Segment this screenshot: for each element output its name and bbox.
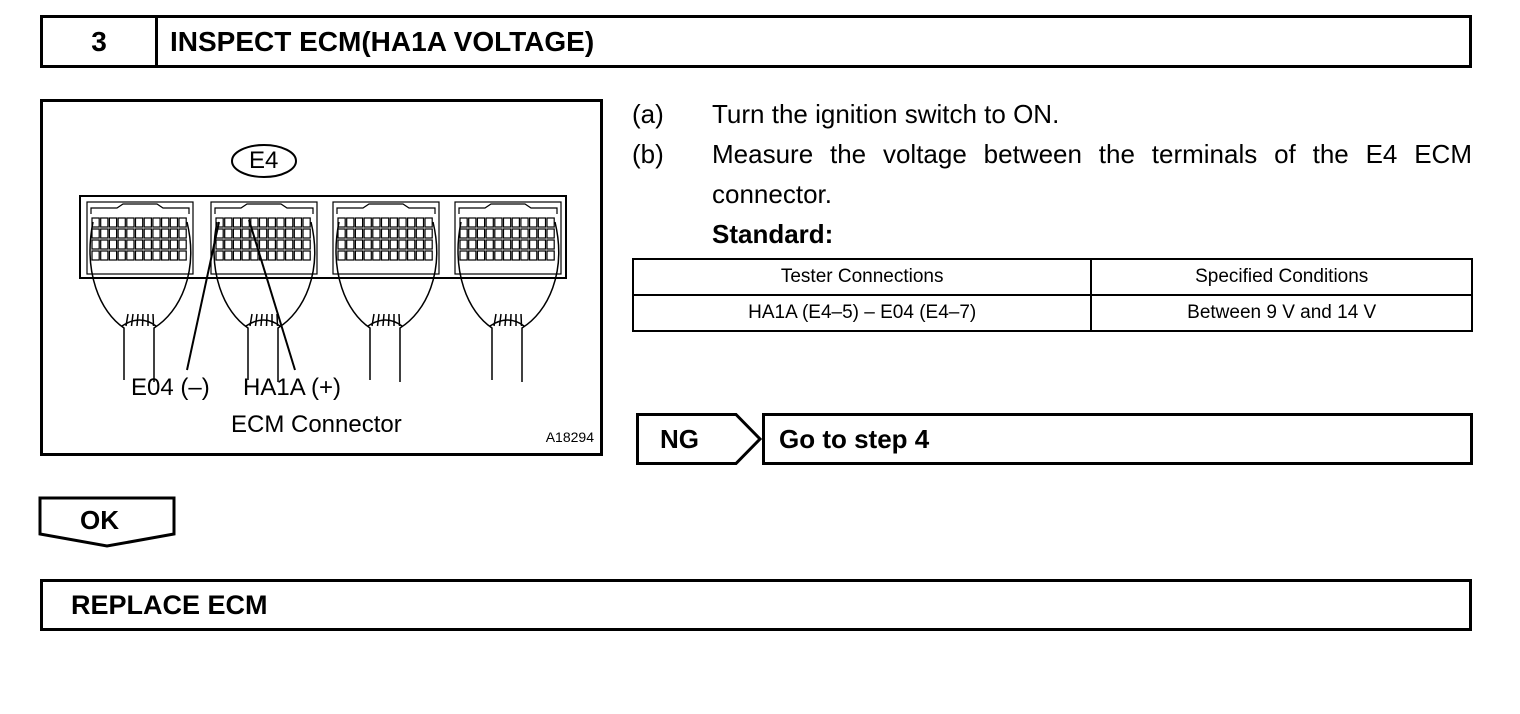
figure-caption: ECM Connector — [231, 411, 402, 438]
ng-result-box: Go to step 4 — [762, 413, 1473, 465]
pointer-line-e04 — [186, 221, 220, 371]
ng-arrow-shape — [636, 413, 763, 465]
connector-tag-label: E4 — [249, 147, 279, 174]
connector-pin-block — [210, 201, 318, 275]
standard-label: Standard: — [712, 219, 834, 249]
connector-pin-block — [86, 201, 194, 275]
table-cell: Between 9 V and 14 V — [1090, 294, 1473, 332]
instruction-tag: (b) — [632, 139, 664, 169]
pointer-line-ha1a — [248, 219, 296, 371]
terminal-e04-label: E04 (–) — [131, 374, 210, 401]
table-header-cell: Specified Conditions — [1090, 258, 1473, 296]
spec-table: Tester Connections Specified Conditions … — [631, 258, 1473, 332]
connector-figure: E4 E04 (–) HA1A (+) ECM Connector A18294 — [40, 99, 603, 456]
table-header-cell: Tester Connections — [631, 258, 1093, 296]
ok-branch-label: OK — [38, 496, 178, 550]
instruction-item: (a) Turn the ignition switch to ON. — [632, 94, 1472, 134]
instruction-text: Measure the voltage between the terminal… — [712, 139, 1472, 209]
table-cell: HA1A (E4–5) – E04 (E4–7) — [631, 294, 1093, 332]
wire-bundle — [457, 221, 560, 382]
connector-tag-oval — [231, 144, 297, 178]
ok-text: OK — [80, 505, 119, 535]
ecm-connector-diagram — [79, 144, 567, 382]
wire-bundle — [89, 221, 192, 382]
instruction-item: (b) Measure the voltage between the term… — [632, 134, 1472, 214]
connector-pin-block — [454, 201, 562, 275]
step-number: 3 — [43, 18, 158, 65]
step-header: 3 INSPECT ECM(HA1A VOLTAGE) — [40, 15, 1472, 68]
replace-ecm-box: REPLACE ECM — [40, 579, 1472, 631]
instruction-text: Turn the ignition switch to ON. — [712, 99, 1060, 129]
instruction-tag: (a) — [632, 99, 664, 129]
wire-bundle — [335, 221, 438, 382]
terminal-ha1a-label: HA1A (+) — [243, 374, 342, 401]
ng-text: NG — [660, 424, 699, 454]
instructions: (a) Turn the ignition switch to ON. (b) … — [632, 94, 1472, 254]
table-header-row: Tester Connections Specified Conditions — [631, 258, 1473, 296]
connector-pin-block — [332, 201, 440, 275]
step-title: INSPECT ECM(HA1A VOLTAGE) — [170, 25, 595, 57]
table-row: HA1A (E4–5) – E04 (E4–7) Between 9 V and… — [631, 294, 1473, 332]
ng-branch-label: NG — [636, 413, 763, 465]
ok-arrow-shape — [38, 496, 176, 548]
figure-id: A18294 — [545, 429, 594, 445]
